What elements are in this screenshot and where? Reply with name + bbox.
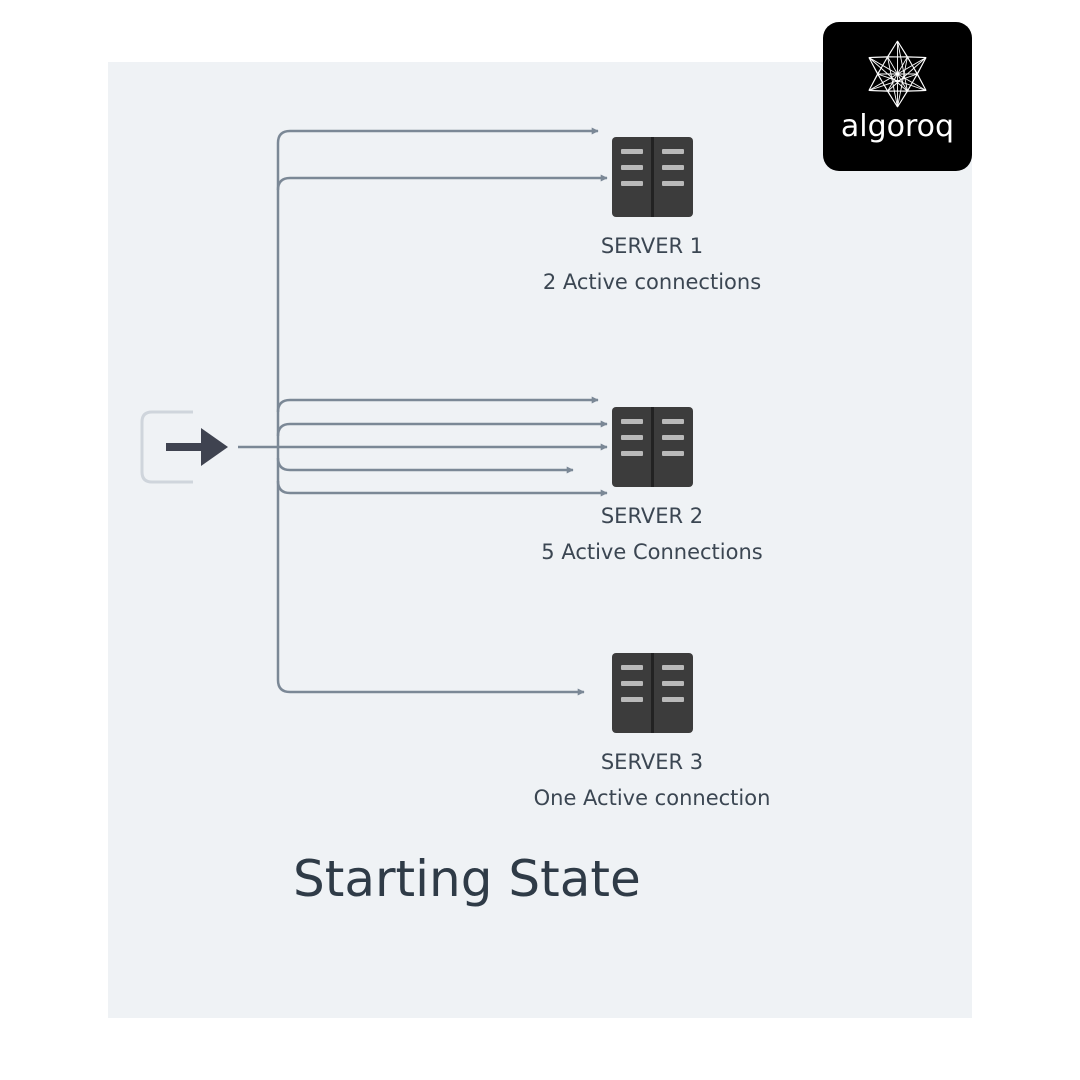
server-rack-icon [612,653,693,733]
server-rack-icon [612,137,693,217]
brand-logo: algoroq [823,22,972,171]
connection-arrow [276,420,608,437]
server-1-connections: 2 Active connections [542,270,762,294]
connection-arrow [276,127,599,144]
connection-arrow [276,457,574,474]
server-2-title: SERVER 2 [600,504,704,528]
server-1-label: SERVER 1 2 Active connections [502,228,802,300]
server-2-connections: 5 Active Connections [541,540,763,564]
server-3-label: SERVER 3 One Active connection [502,744,802,816]
servers-group [612,137,693,733]
diagram-caption: Starting State [293,850,641,908]
server-1-title: SERVER 1 [600,234,704,258]
server-2-label: SERVER 2 5 Active Connections [502,498,802,570]
server-3-title: SERVER 3 [600,750,704,774]
connection-arrow [276,174,608,191]
star-polyhedron-icon [868,40,927,108]
connection-lines [238,127,608,696]
sign-in-arrow-icon [140,410,228,484]
connection-arrow [276,679,585,696]
logo-wordmark: algoroq [840,109,955,144]
connection-arrow [276,480,608,497]
diagram-panel [108,62,972,1018]
server-3-connections: One Active connection [533,786,771,810]
server-rack-icon [612,407,693,487]
connection-arrow [276,396,599,413]
